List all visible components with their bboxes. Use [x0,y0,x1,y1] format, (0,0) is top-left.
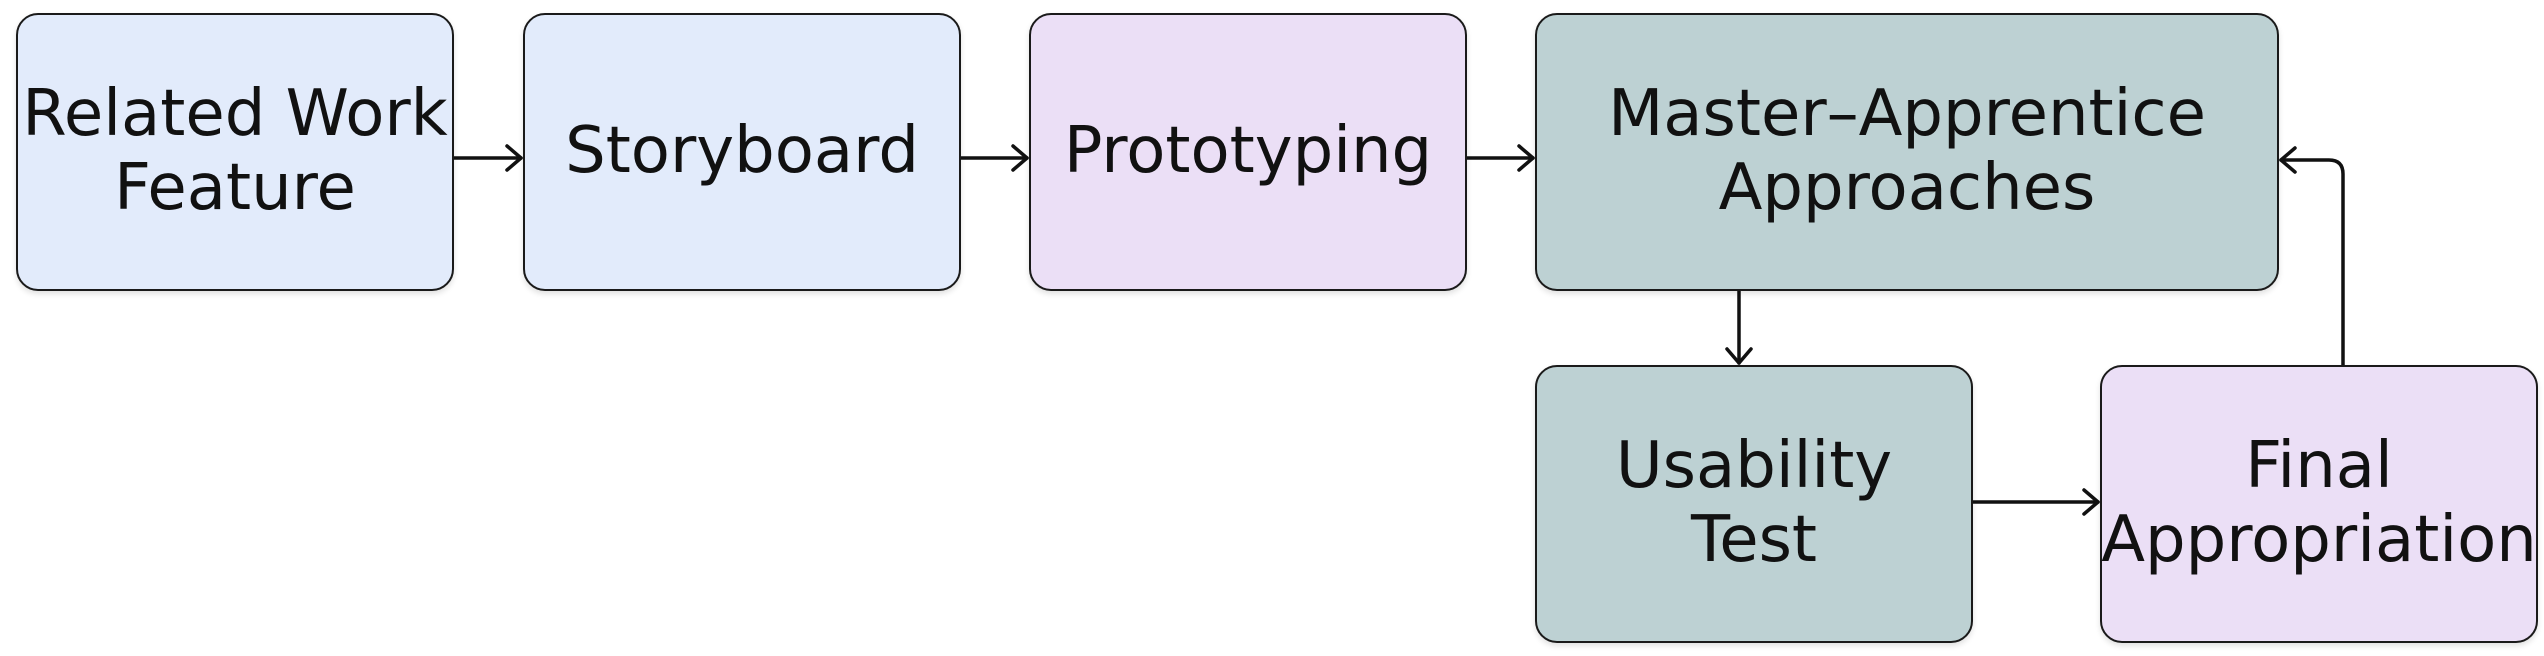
node-label: Master–Apprentice Approaches [1608,77,2206,225]
node-label: Usability Test [1615,429,1893,577]
node-related-work-feature: Related Work Feature [16,13,454,291]
edge-prototyping-to-master [1465,144,1535,172]
node-prototyping: Prototyping [1029,13,1467,291]
edge-related-to-storyboard [452,144,523,172]
node-storyboard: Storyboard [523,13,961,291]
node-final-appropriation: Final Appropriation [2100,365,2538,643]
node-usability-test: Usability Test [1535,365,1973,643]
edge-usability-to-final [1971,488,2100,516]
node-label: Final Appropriation [2101,429,2537,577]
node-label: Prototyping [1063,114,1433,189]
edge-storyboard-to-prototyping [959,144,1029,172]
node-master-apprentice-approaches: Master–Apprentice Approaches [1535,13,2279,291]
node-label: Related Work Feature [22,77,448,225]
edge-master-to-usability [1725,289,1753,365]
edge-final-to-master [2279,146,2345,367]
node-label: Storyboard [565,114,919,189]
